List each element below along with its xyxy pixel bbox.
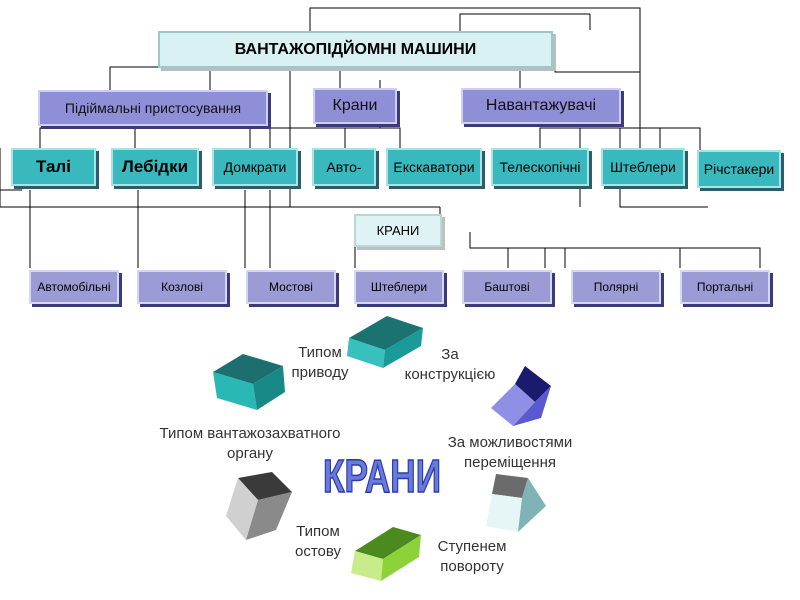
cranes-sub-box: КРАНИ (354, 214, 442, 247)
excavators-box: Екскаватори (386, 148, 482, 186)
cranes-sub-label: КРАНИ (376, 223, 420, 238)
cranes-label: Крани (332, 97, 378, 114)
curved-arrow-icon (351, 527, 421, 581)
reachstackers-label: Річстакери (703, 161, 775, 177)
caption-design: За конструкцією (404, 346, 496, 383)
type-stackers: Штеблери (354, 270, 444, 304)
type-polar-label: Полярні (593, 280, 639, 294)
lifting-devices-label: Підіймальні пристосування (64, 100, 242, 116)
title-box: ВАНТАЖОПІДЙОМНІ МАШИНИ (158, 31, 553, 68)
type-bridge: Мостові (246, 270, 336, 304)
auto-box: Авто- (312, 148, 376, 186)
type-portal: Портальні (680, 270, 770, 304)
type-stackers-label: Штеблери (370, 280, 428, 294)
type-tower: Баштові (462, 270, 552, 304)
loaders-box: Навантажувачі (461, 88, 621, 124)
auto-label: Авто- (326, 159, 362, 175)
caption-gripper: Типом вантажозахватного органу (159, 425, 341, 462)
reachstackers-box: Річстакери (697, 150, 781, 188)
type-gantry: Козлові (137, 270, 227, 304)
curved-arrow-icon (486, 474, 546, 532)
telescopic-box: Телескопічні (491, 148, 589, 186)
type-gantry-label: Козлові (161, 280, 203, 294)
cranes-box: Крани (313, 88, 397, 124)
winches-label: Лебідки (121, 157, 189, 176)
loaders-label: Навантажувачі (485, 97, 597, 114)
caption-mobility: За можливостями переміщення (447, 434, 573, 471)
center-wordart: КРАНИ (322, 449, 442, 503)
type-automobile-label: Автомобільні (37, 280, 111, 294)
type-portal-label: Портальні (696, 280, 754, 294)
type-tower-label: Баштові (484, 280, 530, 294)
type-bridge-label: Мостові (269, 280, 313, 294)
caption-rotation: Ступенем повороту (437, 538, 507, 575)
excavators-label: Екскаватори (393, 159, 475, 175)
caption-frame: Типом остову (294, 523, 342, 560)
caption-drive: Типом приводу (291, 344, 349, 381)
lifting-devices-box: Підіймальні пристосування (38, 90, 268, 126)
hoists-box: Талі (11, 148, 96, 186)
jacks-label: Домкрати (223, 159, 287, 175)
winches-box: Лебідки (111, 148, 199, 186)
stackers-box: Штеблери (601, 148, 685, 186)
hoists-label: Талі (36, 157, 71, 176)
jacks-box: Домкрати (212, 148, 298, 186)
type-automobile: Автомобільні (29, 270, 119, 304)
curved-arrow-icon (226, 472, 292, 540)
telescopic-label: Телескопічні (499, 159, 581, 175)
type-polar: Полярні (571, 270, 661, 304)
curved-arrow-icon (213, 354, 285, 410)
title-text: ВАНТАЖОПІДЙОМНІ МАШИНИ (234, 40, 477, 58)
curved-arrow-icon (491, 366, 551, 426)
stackers-label: Штеблери (610, 159, 676, 175)
curved-arrow-icon (347, 316, 423, 368)
center-word: КРАНИ (323, 450, 441, 502)
